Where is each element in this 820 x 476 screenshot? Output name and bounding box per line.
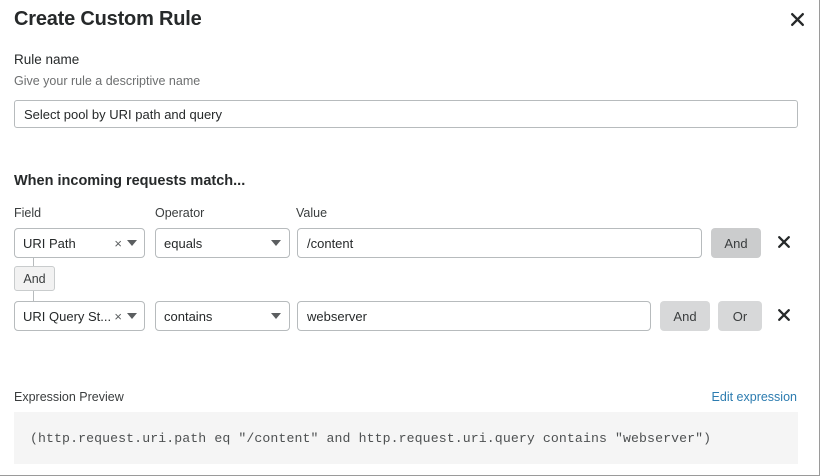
chevron-down-icon bbox=[127, 240, 137, 246]
close-icon bbox=[777, 235, 791, 252]
condition-row: URI Path × equals And bbox=[0, 228, 819, 258]
or-button-2[interactable]: Or bbox=[718, 301, 762, 331]
field-select-1-value: URI Path bbox=[23, 235, 76, 251]
condition-connector: And bbox=[14, 258, 134, 304]
chevron-down-icon bbox=[271, 313, 281, 319]
field-select-2-value: URI Query St... bbox=[23, 308, 112, 324]
field-select-1[interactable]: URI Path × bbox=[14, 228, 145, 258]
expression-preview-text: (http.request.uri.path eq "/content" and… bbox=[30, 430, 712, 446]
field-select-2[interactable]: URI Query St... × bbox=[14, 301, 145, 331]
clear-field-icon[interactable]: × bbox=[114, 235, 122, 251]
value-input-1[interactable] bbox=[297, 228, 702, 258]
expression-preview-label: Expression Preview bbox=[14, 390, 124, 404]
close-icon bbox=[790, 12, 805, 27]
edit-expression-link[interactable]: Edit expression bbox=[711, 390, 797, 404]
connector-and-badge[interactable]: And bbox=[14, 266, 55, 291]
close-icon bbox=[777, 308, 791, 325]
value-input-2[interactable] bbox=[297, 301, 651, 331]
remove-condition-button-1[interactable] bbox=[773, 228, 795, 258]
and-button-2[interactable]: And bbox=[660, 301, 710, 331]
page-title: Create Custom Rule bbox=[14, 8, 202, 30]
clear-field-icon[interactable]: × bbox=[114, 308, 122, 324]
expression-preview-box: (http.request.uri.path eq "/content" and… bbox=[14, 412, 798, 464]
column-header-value: Value bbox=[296, 206, 328, 220]
conditions-heading: When incoming requests match... bbox=[14, 173, 246, 189]
remove-condition-button-2[interactable] bbox=[773, 301, 795, 331]
rule-name-input[interactable] bbox=[14, 100, 798, 128]
operator-select-2-value: contains bbox=[164, 308, 213, 324]
operator-select-1[interactable]: equals bbox=[155, 228, 290, 258]
condition-row: URI Query St... × contains And Or bbox=[0, 301, 819, 331]
operator-select-2[interactable]: contains bbox=[155, 301, 290, 331]
column-header-operator: Operator bbox=[155, 206, 205, 220]
operator-select-1-value: equals bbox=[164, 235, 203, 251]
rule-name-help-text: Give your rule a descriptive name bbox=[14, 74, 201, 88]
column-header-field: Field bbox=[14, 206, 42, 220]
chevron-down-icon bbox=[127, 313, 137, 319]
chevron-down-icon bbox=[271, 240, 281, 246]
close-dialog-button[interactable] bbox=[784, 6, 810, 32]
and-button-1[interactable]: And bbox=[711, 228, 761, 258]
rule-name-label: Rule name bbox=[14, 52, 80, 67]
